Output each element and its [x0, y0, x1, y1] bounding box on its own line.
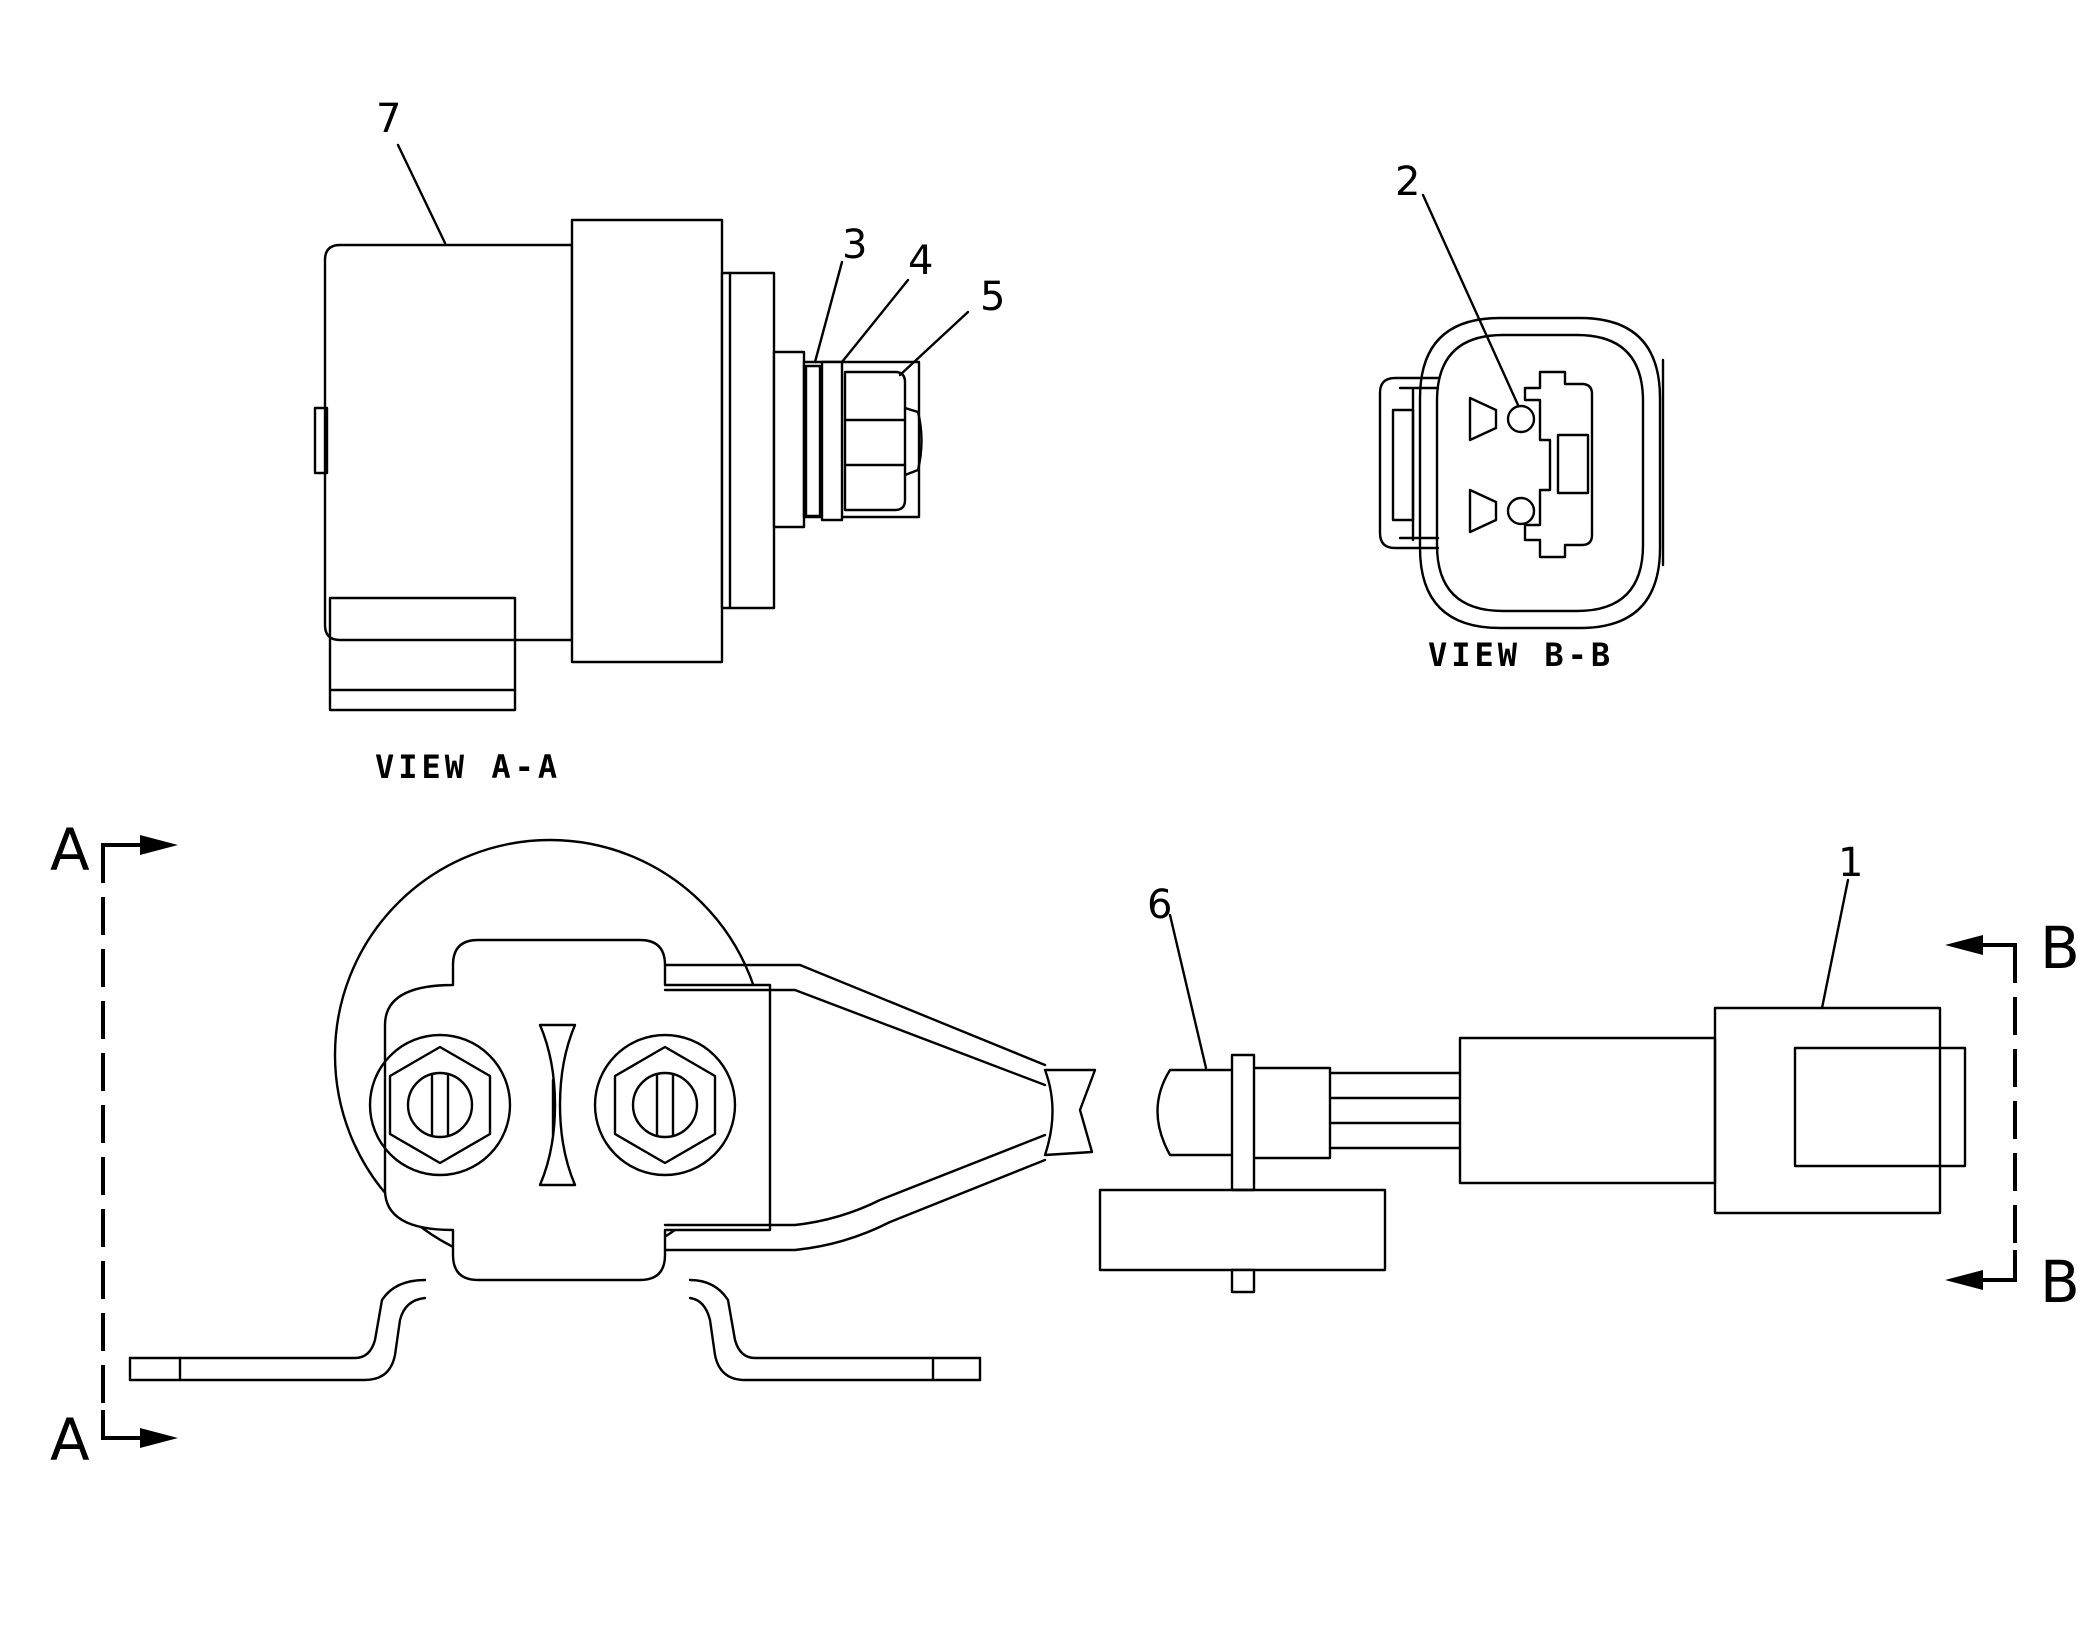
solenoid-front-drawing — [128, 838, 1097, 1382]
section-a-marker — [101, 835, 178, 1448]
callout-3: 3 — [842, 222, 867, 268]
callout-7: 7 — [376, 96, 401, 142]
section-a-top-label: A — [50, 816, 90, 884]
view-b-b-label: VIEW B-B — [1428, 636, 1614, 674]
callout-5: 5 — [980, 274, 1005, 320]
harness-connector-drawing — [1098, 878, 1967, 1294]
callout-4: 4 — [908, 238, 933, 284]
callout-1: 1 — [1838, 840, 1863, 886]
view-b-b-drawing — [1378, 193, 1665, 630]
section-b-bottom-label: B — [2040, 1248, 2080, 1316]
callout-2: 2 — [1395, 159, 1420, 205]
section-b-top-label: B — [2040, 914, 2080, 982]
view-a-a-drawing — [313, 143, 970, 712]
view-a-a-label: VIEW A-A — [375, 748, 561, 786]
section-a-bottom-label: A — [50, 1406, 90, 1474]
section-b-marker — [1945, 935, 2017, 1290]
callout-6: 6 — [1147, 882, 1172, 928]
